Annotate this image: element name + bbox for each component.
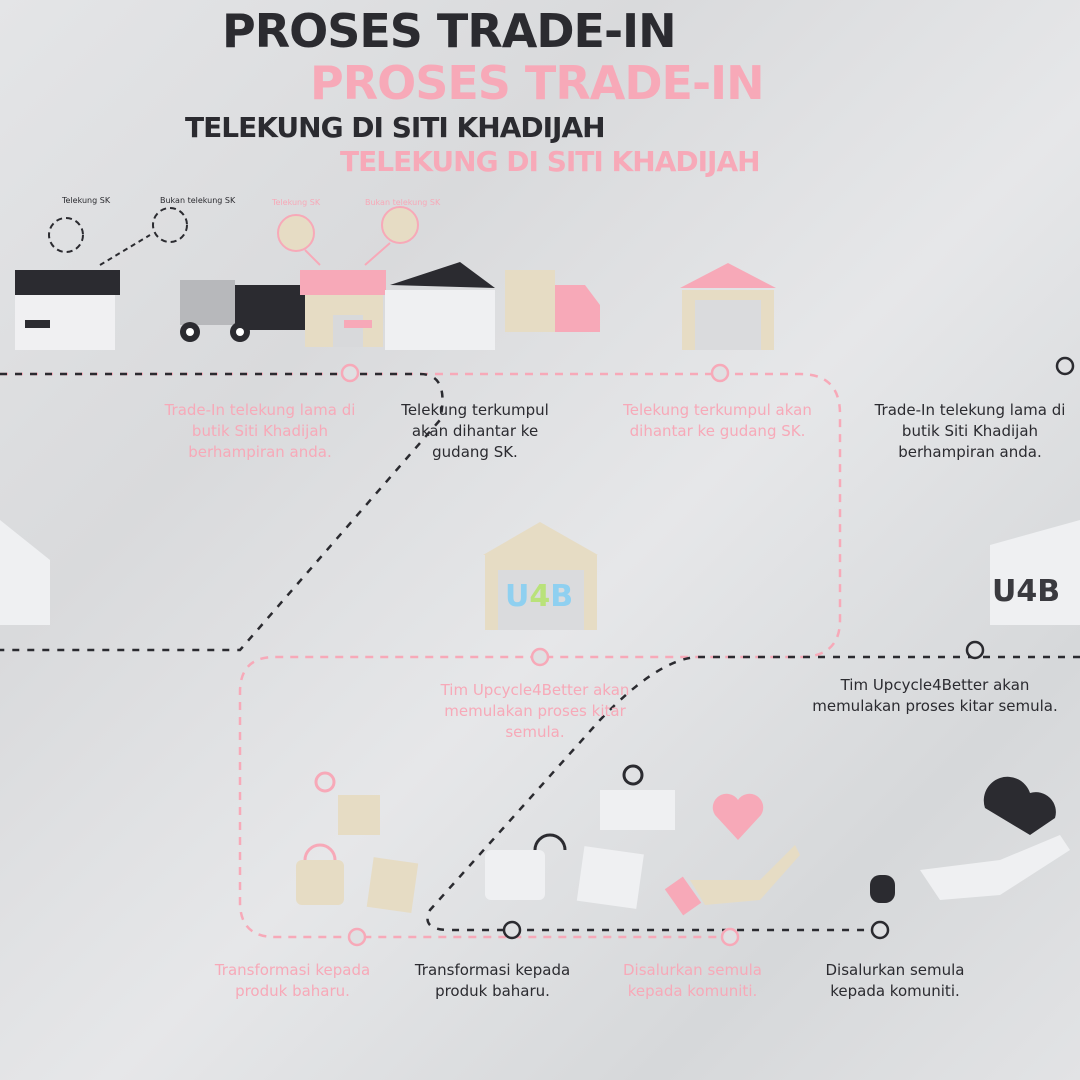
step-5-text-dark: Disalurkan semula kepada komuniti.: [825, 961, 965, 1000]
step-2-text: Telekung terkumpul akan dihantar ke guda…: [623, 401, 812, 440]
step-marker: [710, 363, 730, 383]
pink-dashed-path: [0, 372, 842, 939]
step-1-text-dark: Trade-In telekung lama di butik Siti Kha…: [874, 401, 1066, 461]
title-line1-pink: PROSES TRADE-IN: [310, 56, 765, 110]
u4b-warehouse-icon-dark: [0, 520, 1080, 625]
u4b-logo: U4B: [505, 579, 574, 614]
label-bukan-telekung-sk-dark: Bukan telekung SK: [160, 196, 236, 205]
label-telekung-sk: Telekung SK: [272, 198, 321, 207]
title-line2-pink: TELEKUNG DI SITI KHADIJAH: [340, 145, 761, 178]
step-3-text-dark: Tim Upcycle4Better akan memulakan proses…: [812, 676, 1058, 715]
truck-icon-dark: [180, 280, 305, 342]
step-marker: [340, 363, 360, 383]
step-4-text-dark: Transformasi kepada produk baharu.: [414, 961, 571, 1000]
title-line2: TELEKUNG DI SITI KHADIJAH: [185, 111, 606, 144]
step-marker: [347, 927, 367, 947]
step-marker: [502, 920, 522, 940]
warehouse-icon: [680, 263, 776, 350]
store-icon: [300, 270, 386, 347]
step-marker: [1055, 356, 1075, 376]
heart-hand-icon: [664, 793, 800, 916]
products-icon-dark: [485, 764, 675, 909]
step-5-text: Disalurkan semula kepada komuniti.: [623, 961, 762, 1000]
step-4-text: Transformasi kepada produk baharu.: [214, 961, 371, 1000]
label-bukan-telekung-sk: Bukan telekung SK: [365, 198, 441, 207]
store-icon-dark: [15, 270, 120, 350]
step-marker: [870, 920, 890, 940]
truck-icon: [505, 270, 600, 332]
step-marker: [720, 927, 740, 947]
step-2-text-dark: Telekung terkumpul akan dihantar ke guda…: [401, 401, 549, 461]
warehouse-icon-dark: [385, 262, 495, 350]
heart-hand-icon-dark: [870, 776, 1070, 903]
step-marker: [530, 647, 550, 667]
step-marker: [965, 640, 985, 660]
dark-dashed-path: [0, 372, 444, 652]
products-icon: [296, 771, 419, 913]
u4b-logo-dark: U4B: [992, 574, 1061, 609]
u4b-warehouse-icon: [483, 522, 598, 630]
label-telekung-sk-dark: Telekung SK: [62, 196, 111, 205]
step-1-text: Trade-In telekung lama di butik Siti Kha…: [164, 401, 356, 461]
title-line1: PROSES TRADE-IN: [222, 4, 677, 58]
step-3-text: Tim Upcycle4Better akan memulakan proses…: [440, 681, 630, 741]
telekung-icons: [48, 206, 419, 266]
